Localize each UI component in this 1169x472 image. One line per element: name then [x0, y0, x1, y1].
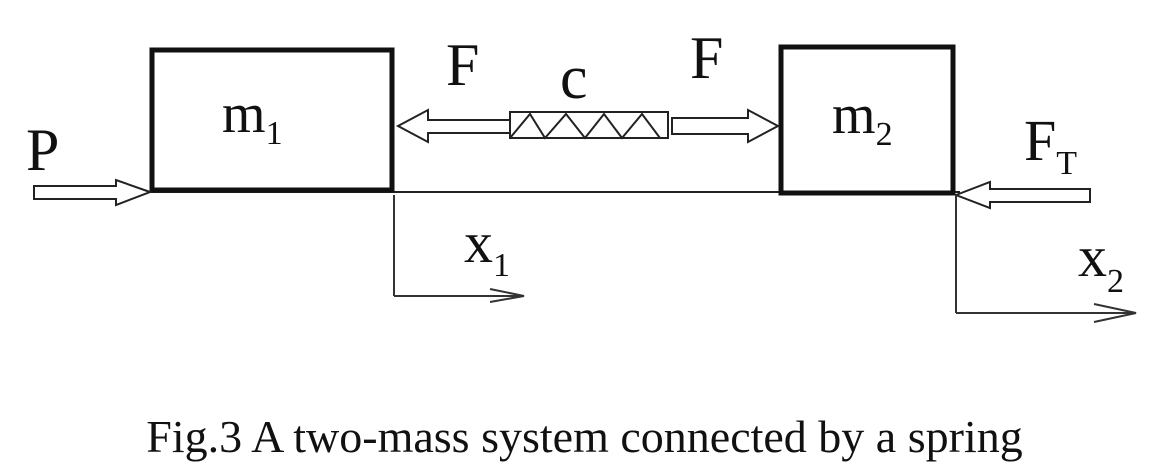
coord1-label: x1 [464, 210, 510, 284]
spring [509, 111, 669, 140]
coord1-axis [393, 195, 525, 303]
coord2-label: x2 [1078, 224, 1124, 300]
friction-force-arrow [953, 180, 1091, 210]
input-force-label: P [26, 117, 59, 183]
force-left-label: F [446, 32, 479, 98]
mass1-block [149, 47, 395, 193]
mass2-label: m2 [832, 84, 893, 153]
input-force-arrow [33, 178, 153, 207]
two-mass-diagram: m1 m2 P F c F FT x1 x2 [26, 25, 1137, 323]
spring-label: c [560, 44, 588, 112]
mass2-block [778, 44, 956, 196]
force-arrow-left [395, 108, 511, 144]
friction-force-label: FT [1024, 108, 1077, 182]
mass1-label: m1 [222, 83, 283, 152]
figure-caption: Fig.3 A two-mass system connected by a s… [146, 411, 1023, 462]
coord2-axis [955, 195, 1137, 323]
force-arrow-right [671, 108, 781, 144]
force-right-label: F [690, 25, 723, 91]
